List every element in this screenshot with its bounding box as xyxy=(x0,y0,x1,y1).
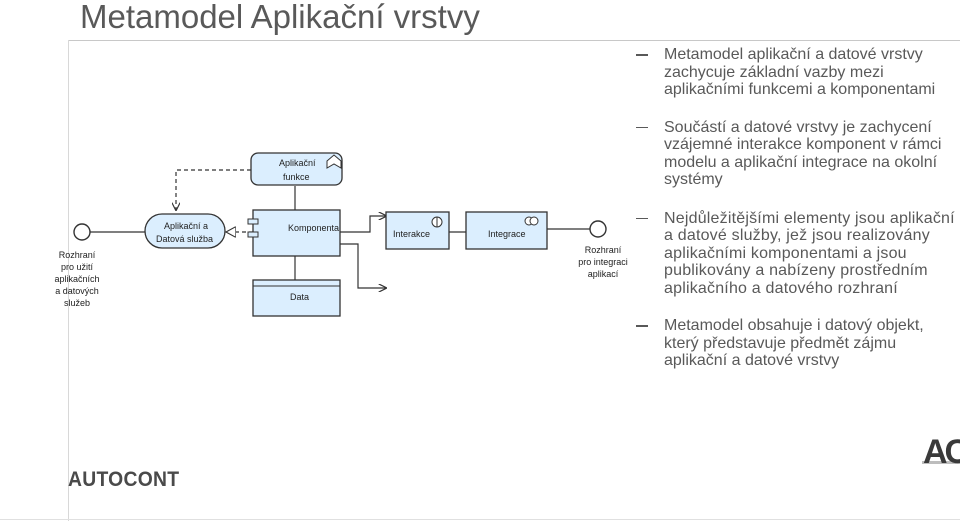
bullet-text: Nejdůležitějšími elementy jsou aplikační… xyxy=(664,209,955,297)
connector-component-data-access xyxy=(340,243,386,288)
left-interface-line: pro užití xyxy=(61,262,94,272)
function-label-line1: Aplikační xyxy=(279,158,316,168)
connector-component-interaction xyxy=(340,216,386,233)
right-interface-line: Rozhraní xyxy=(585,245,622,255)
component-label: Komponenta xyxy=(288,223,339,233)
interaction-label: Interakce xyxy=(393,229,430,239)
function-label-line2: funkce xyxy=(283,172,310,182)
bullet-item: Součástí a datové vrstvy je zachycení vz… xyxy=(636,119,956,189)
bullet-item: Metamodel aplikační a datové vrstvy zach… xyxy=(636,46,956,99)
left-interface-line: Rozhraní xyxy=(59,250,96,260)
service-label-line1: Aplikační a xyxy=(164,221,208,231)
integration-icon xyxy=(524,216,539,226)
autocont-logo: AUTOCONT xyxy=(68,468,180,491)
interaction-box xyxy=(385,211,450,250)
right-interface-line: aplikací xyxy=(588,269,619,279)
bullet-item: Nejdůležitějšími elementy jsou aplikační… xyxy=(636,210,956,298)
ac-logo: AC xyxy=(922,433,960,471)
bullet-item: Metamodel obsahuje i datový objekt, kter… xyxy=(636,317,956,370)
left-interface-line: aplikačních xyxy=(54,274,99,284)
data-label: Data xyxy=(290,292,309,302)
component-icon-tab-top xyxy=(247,218,259,225)
right-interface-label: Rozhraní pro integraci aplikací xyxy=(578,245,628,279)
left-interface-label: Rozhraní pro užití aplikačních a datovýc… xyxy=(54,250,99,308)
bullet-text: Metamodel obsahuje i datový objekt, kter… xyxy=(664,317,924,369)
function-icon xyxy=(326,154,342,169)
data-object-box xyxy=(252,279,341,317)
service-label-line2: Datová služba xyxy=(156,234,213,244)
bullet-text: Metamodel aplikační a datové vrstvy zach… xyxy=(664,46,936,98)
left-interface-symbol xyxy=(73,223,91,241)
left-interface-line: služeb xyxy=(64,298,90,308)
page-title: Metamodel Aplikační vrstvy xyxy=(80,0,480,35)
right-interface-symbol xyxy=(589,220,607,238)
integration-label: Integrace xyxy=(488,229,526,239)
application-function-box xyxy=(250,152,343,186)
left-interface-line: a datových xyxy=(55,286,99,296)
left-divider xyxy=(68,40,69,521)
component-icon-tab-bottom xyxy=(247,231,259,238)
right-interface-line: pro integraci xyxy=(578,257,628,267)
diagram-connectors xyxy=(90,169,590,288)
integration-box xyxy=(465,211,548,250)
application-service-box xyxy=(144,213,226,249)
ac-logo-text: AC xyxy=(923,433,960,471)
connector-function-to-interface xyxy=(176,169,251,210)
bullet-text: Součástí a datové vrstvy je zachycení vz… xyxy=(664,118,942,189)
bottom-divider xyxy=(0,519,960,520)
bullet-list: Metamodel aplikační a datové vrstvy zach… xyxy=(636,46,956,370)
application-component-box xyxy=(247,209,341,257)
title-divider xyxy=(68,40,960,41)
